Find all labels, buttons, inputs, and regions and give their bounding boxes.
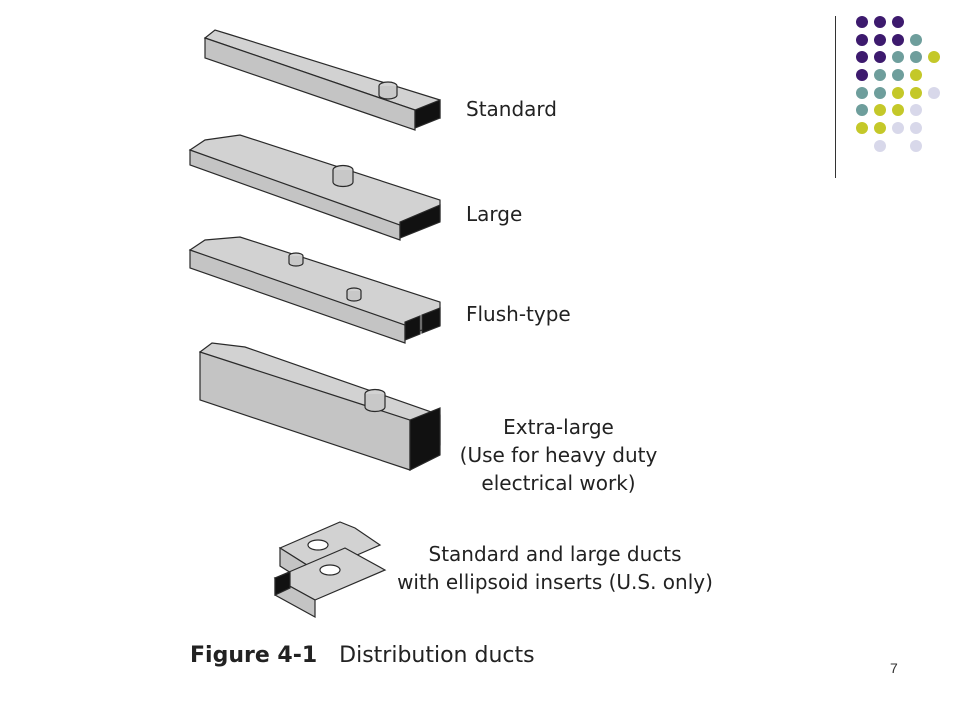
decorative-divider-line: [835, 16, 836, 178]
large-duct: [188, 134, 441, 241]
standard-duct: [203, 29, 441, 131]
figure-title: Distribution ducts: [339, 643, 535, 668]
label-standard: Standard: [466, 97, 557, 121]
label-flush-type: Flush-type: [466, 302, 571, 326]
figure-number: Figure 4-1: [190, 643, 318, 668]
extra-large-duct: [198, 342, 441, 471]
label-extra-large-line3: electrical work): [481, 471, 636, 495]
label-extra-large-line2: (Use for heavy duty: [459, 443, 658, 467]
figure-caption: Figure 4-1 Distribution ducts: [190, 643, 535, 668]
page-number: 7: [890, 660, 898, 676]
decorative-dot-grid: [856, 16, 940, 152]
flush-type-duct: [188, 236, 441, 344]
label-inserts-line1: Standard and large ducts: [428, 542, 682, 566]
label-large: Large: [466, 202, 523, 226]
ellipsoid-insert-ducts: [273, 521, 387, 619]
label-ellipsoid-inserts: Standard and large ducts with ellipsoid …: [395, 540, 715, 596]
label-extra-large: Extra-large (Use for heavy duty electric…: [456, 413, 661, 497]
label-inserts-line2: with ellipsoid inserts (U.S. only): [397, 570, 713, 594]
label-extra-large-line1: Extra-large: [503, 415, 614, 439]
